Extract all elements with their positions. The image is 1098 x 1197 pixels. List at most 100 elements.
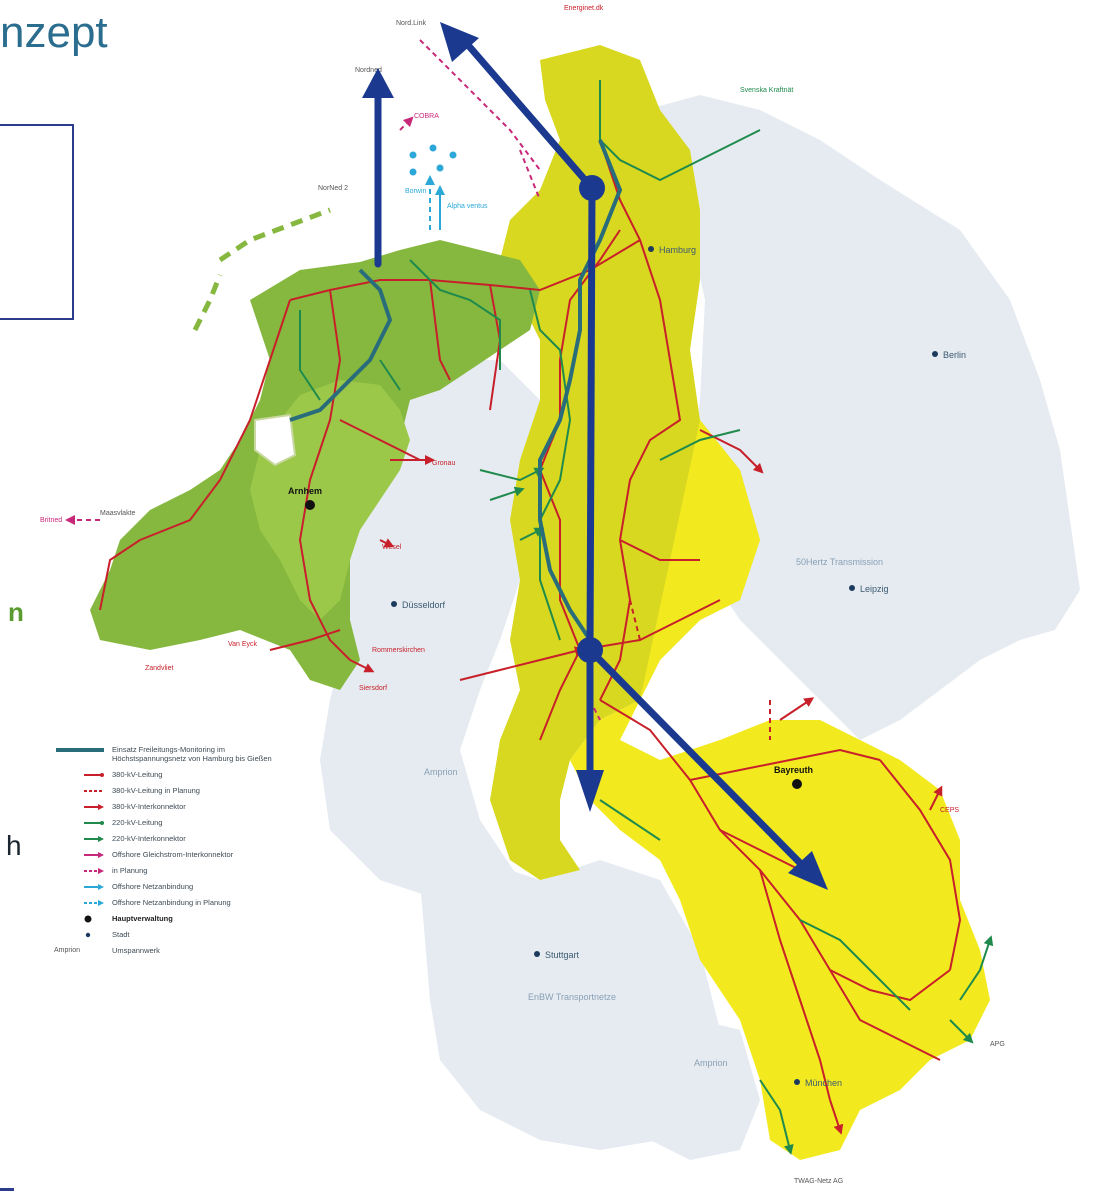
legend-row-220kv: 220-kV-Leitung xyxy=(54,818,294,828)
legend-label: 220-kV-Interkonnektor xyxy=(112,833,186,843)
legend-row-substation: Amprion Umspannwerk xyxy=(54,946,294,956)
network-220kv xyxy=(299,80,994,1155)
legend-swatch-blue-dashed xyxy=(54,898,106,908)
arrow-southeast-branch xyxy=(586,646,809,872)
zone-tennet-de xyxy=(490,45,990,1160)
label-borwin: Borwin xyxy=(405,188,427,195)
legend-row-monitoring: Einsatz Freileitungs-Monitoring im Höchs… xyxy=(54,745,294,764)
label-zandvliet: Zandvliet xyxy=(145,665,173,672)
legend-label: Stadt xyxy=(112,929,130,939)
label-ceps: CEPS xyxy=(940,807,959,814)
left-text-box-frame xyxy=(0,124,74,320)
city-dot-muenchen xyxy=(794,1079,800,1085)
legend-label: 380-kV-Leitung xyxy=(112,769,163,779)
legend-row-in-planning: in Planung xyxy=(54,866,294,876)
city-markers: Hamburg Berlin Leipzig Düsseldorf Stuttg… xyxy=(288,245,966,1088)
legend-row-380kv-interconnector: 380-kV-Interkonnektor xyxy=(54,802,294,812)
zone-label-enbw: EnBW Transportnetze xyxy=(528,992,616,1002)
legend-row-380kv: 380-kV-Leitung xyxy=(54,770,294,780)
left-text-fragment-n: n xyxy=(8,597,24,627)
arrow-north-nordlink xyxy=(464,41,596,192)
legend-swatch-city-dot xyxy=(54,930,106,940)
external-labels: Energinet.dk Nord.Link Nordned COBRA Sve… xyxy=(40,5,1005,1185)
label-maasvlakte: Maasvlakte xyxy=(100,510,136,517)
legend-swatch-monitoring xyxy=(54,745,106,755)
legend-label: 380-kV-Interkonnektor xyxy=(112,801,186,811)
label-gronau: Gronau xyxy=(432,460,455,467)
corridor-arrows xyxy=(374,41,809,872)
label-siersdorf: Siersdorf xyxy=(359,685,387,692)
city-dot-duesseldorf xyxy=(391,601,397,607)
legend-swatch-hq-dot xyxy=(54,914,106,924)
legend-label: 380-kV-Leitung in Planung xyxy=(112,785,200,795)
label-svenska-kraftnaet: Svenska Kraftnät xyxy=(740,87,793,94)
zone-label-amprion-south: Amprion xyxy=(694,1058,728,1068)
left-text-fragment-h: h xyxy=(6,830,22,861)
legend-label: Hauptverwaltung xyxy=(112,913,173,923)
legend-swatch-text-key: Amprion xyxy=(54,946,81,954)
legend-row-offshore-dc-interconnector: Offshore Gleichstrom-Interkonnektor xyxy=(54,850,294,860)
slide-title-fragment: nzept xyxy=(0,8,108,57)
city-dot-leipzig xyxy=(849,585,855,591)
corridor-node-north xyxy=(579,175,605,201)
monitoring-corridor xyxy=(289,139,623,642)
label-wesel: Wesel xyxy=(382,544,402,551)
legend-label: Offshore Gleichstrom-Interkonnektor xyxy=(112,849,234,859)
offshore-wind-farm-icons xyxy=(409,144,457,176)
legend-label: in Planung xyxy=(112,865,148,875)
legend-label: Offshore Netzanbindung xyxy=(112,881,194,891)
label-nordned: Nordned xyxy=(355,67,382,74)
city-dot-stuttgart xyxy=(534,951,540,957)
legend-label: 220-kV-Leitung xyxy=(112,817,163,827)
legend-row-headquarters: Hauptverwaltung xyxy=(54,914,294,924)
city-label-hamburg: Hamburg xyxy=(659,245,696,255)
label-twag: TWAG-Netz AG xyxy=(794,1178,843,1185)
zone-labels: 50Hertz Transmission Amprion EnBW Transp… xyxy=(424,557,883,1068)
legend-row-220kv-interconnector: 220-kV-Interkonnektor xyxy=(54,834,294,844)
hq-label-arnhem: Arnhem xyxy=(288,486,322,496)
city-label-stuttgart: Stuttgart xyxy=(545,950,580,960)
legend-swatch-green-solid xyxy=(54,818,106,828)
legend-label: Umspannwerk xyxy=(112,945,160,955)
legend-swatch-red-solid xyxy=(54,770,106,780)
zone-label-amprion-west: Amprion xyxy=(424,767,458,777)
legend-swatch-blue-solid xyxy=(54,882,106,892)
legend-swatch-red-dashed xyxy=(54,786,106,796)
city-dot-hamburg xyxy=(648,246,654,252)
legend-label: Offshore Netzanbindung in Planung xyxy=(112,897,231,907)
city-label-leipzig: Leipzig xyxy=(860,584,889,594)
label-alpha-ventus: Alpha ventus xyxy=(447,203,488,210)
label-apg: APG xyxy=(990,1041,1005,1048)
zone-amprion-south xyxy=(630,1020,760,1160)
hq-dot-bayreuth xyxy=(792,779,802,789)
legend-swatch-pink-arrow xyxy=(54,850,106,860)
city-label-muenchen: München xyxy=(805,1078,842,1088)
label-cobra: COBRA xyxy=(414,113,439,120)
hq-dot-arnhem xyxy=(305,500,315,510)
label-norned-2: NorNed 2 xyxy=(318,185,348,192)
legend-label: Einsatz Freileitungs-Monitoring im Höchs… xyxy=(112,745,272,764)
legend-row-offshore-connection-planned: Offshore Netzanbindung in Planung xyxy=(54,898,294,908)
bottom-left-mark xyxy=(0,1188,14,1191)
arrow-main-north-south xyxy=(586,184,596,654)
city-dot-berlin xyxy=(932,351,938,357)
city-label-duesseldorf: Düsseldorf xyxy=(402,600,446,610)
legend-swatch-pink-dashed xyxy=(54,866,106,876)
legend-row-380kv-planned: 380-kV-Leitung in Planung xyxy=(54,786,294,796)
label-rommerskirchen: Rommerskirchen xyxy=(372,647,425,654)
legend-row-city: Stadt xyxy=(54,930,294,940)
label-energinet: Energinet.dk xyxy=(564,5,604,12)
corridor-arrowheads xyxy=(362,22,828,890)
legend-swatch-red-arrow xyxy=(54,802,106,812)
label-van-eyck: Van Eyck xyxy=(228,641,258,648)
map-legend: Einsatz Freileitungs-Monitoring im Höchs… xyxy=(54,745,294,962)
city-label-berlin: Berlin xyxy=(943,350,966,360)
zone-fiftyhertz xyxy=(645,95,1080,740)
label-britned: Britned xyxy=(40,517,62,524)
hq-label-bayreuth: Bayreuth xyxy=(774,765,813,775)
zone-label-fiftyhertz: 50Hertz Transmission xyxy=(796,557,883,567)
label-nordlink: Nord.Link xyxy=(396,20,426,27)
legend-swatch-green-arrow xyxy=(54,834,106,844)
legend-row-offshore-connection: Offshore Netzanbindung xyxy=(54,882,294,892)
